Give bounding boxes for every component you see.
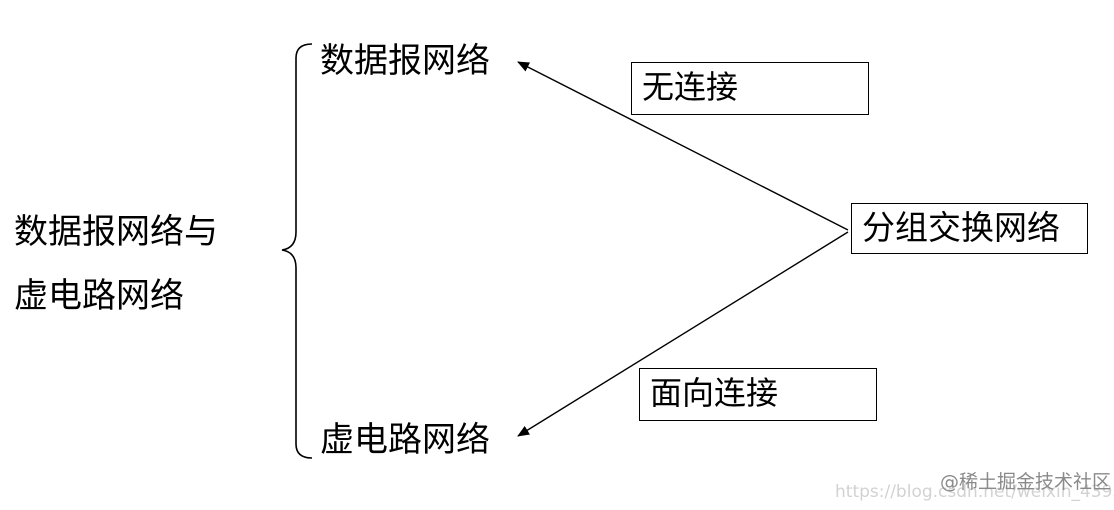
edge-label-connectionless: 无连接 [631, 62, 869, 115]
root-label-line1: 数据报网络与 [14, 212, 218, 252]
arrow-to-datagram [517, 61, 849, 231]
branch-virtual-circuit-label: 虚电路网络 [320, 420, 490, 460]
root-label-line2: 虚电路网络 [14, 276, 184, 316]
edge-label-connection-oriented: 面向连接 [639, 368, 877, 421]
watermark-url: https://blog.csdn.net/weixin_43930148 [835, 482, 1114, 502]
watermark-brand: @稀土掘金技术社区 [940, 471, 1112, 493]
branch-datagram-label: 数据报网络 [320, 41, 490, 81]
arrow-to-virtual-circuit [517, 231, 849, 437]
packet-switching-network-box: 分组交换网络 [851, 203, 1088, 254]
curly-brace [281, 43, 313, 459]
